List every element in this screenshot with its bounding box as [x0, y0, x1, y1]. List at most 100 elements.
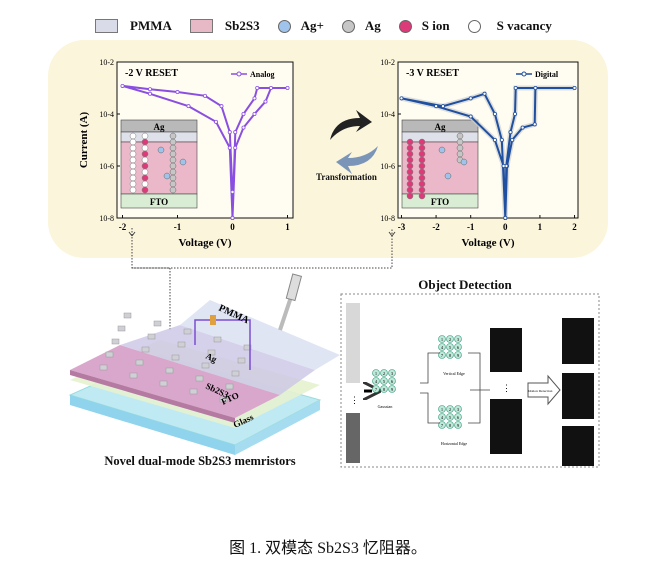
kernel-cell [438, 335, 446, 343]
s-ion-icon [141, 132, 149, 140]
s-ion-icon [406, 186, 414, 194]
data-point [252, 112, 257, 117]
s-ion-icon [406, 138, 414, 146]
data-point [255, 86, 260, 91]
s-ion-icon [141, 162, 149, 170]
transformation-label: Transformation [316, 172, 377, 182]
s-ion-icon [418, 138, 426, 146]
ag-electrode-pad [207, 349, 216, 356]
data-point [230, 215, 235, 220]
connector-line [132, 228, 393, 269]
kernel-cell [454, 335, 462, 343]
device-title: Novel dual-mode Sb2S3 memristors [104, 454, 296, 468]
s-ion-icon [406, 192, 414, 200]
data-point [492, 112, 497, 117]
ag-atom-icon [169, 156, 177, 164]
kernel-number: 1 [441, 337, 443, 342]
s-ion-icon [418, 192, 426, 200]
x-tick-label: 0 [230, 222, 235, 232]
ag-electrode-pad [135, 359, 144, 366]
ag-atom-icon [169, 144, 177, 152]
kernel-cell [454, 421, 462, 429]
s-ion-icon [418, 168, 426, 176]
s-ion-icon [141, 156, 149, 164]
data-point [399, 96, 404, 101]
layer-label-ag: Ag [204, 351, 219, 365]
data-point [482, 91, 487, 96]
kernel-number: 2 [449, 337, 451, 342]
s-vacancy-icon [129, 156, 137, 164]
s-ion-icon [141, 186, 149, 194]
ag-electrode-pad [243, 344, 252, 351]
s-vacancy-icon [129, 132, 137, 140]
s-vacancy-icon [129, 174, 137, 182]
s-vacancy-icon [129, 180, 137, 188]
data-point [227, 145, 232, 150]
data-point [468, 114, 473, 119]
motion-detection-label: Motion Detection [528, 389, 553, 393]
s-ion-icon [406, 156, 414, 164]
kernel-number: 4 [441, 415, 444, 420]
kernel-number: 5 [383, 379, 386, 384]
ag-electrode-pad [219, 396, 228, 403]
kernel-cell [454, 405, 462, 413]
data-point [499, 137, 504, 142]
ag-atom-icon [456, 138, 464, 146]
s-ion-icon [418, 186, 426, 194]
legend-marker [521, 71, 527, 77]
s-ion-icon [418, 150, 426, 158]
kernel-number: 8 [383, 387, 386, 392]
s-vacancy-icon [129, 150, 137, 158]
inset-ag-label: Ag [154, 122, 165, 132]
x-tick-label: -3 [398, 222, 406, 232]
data-point [227, 130, 232, 135]
kernel-number: 3 [457, 407, 460, 412]
kernel-cell [438, 405, 446, 413]
chart-title: -2 V RESET [125, 68, 178, 79]
kernel-cell [372, 369, 380, 377]
y-tick-label: 10-8 [99, 214, 114, 223]
ag-ion-icon [157, 146, 165, 154]
s-ion-icon [141, 144, 149, 152]
legend-label: S ion [421, 18, 450, 33]
ag-electrode-pad [183, 328, 192, 335]
kernel-cell [372, 377, 380, 385]
data-point [510, 137, 515, 142]
kernel-cell [438, 351, 446, 359]
legend-swatch [189, 19, 213, 33]
legend-swatch [341, 19, 355, 33]
data-point [252, 96, 257, 101]
data-point [440, 104, 445, 109]
ag-electrode-pad [111, 338, 120, 345]
ag-atom-icon [169, 132, 177, 140]
ag-atom-icon [456, 144, 464, 152]
ag-ion-icon [460, 158, 468, 166]
s-ion-icon [141, 168, 149, 176]
legend-label: PMMA [130, 18, 172, 33]
x-tick-label: 1 [538, 222, 543, 232]
horizontal-edge-label: Horizontal Edge [441, 441, 468, 446]
y-tick-label: 10-8 [380, 214, 395, 223]
ag-electrode-pad [189, 388, 198, 395]
data-point [468, 96, 473, 101]
x-tick-label: 1 [285, 222, 290, 232]
transform-arrow-icon [336, 146, 378, 174]
kernel-cell [388, 377, 396, 385]
data-point [219, 104, 224, 109]
s-ion-icon [141, 138, 149, 146]
legend-swatch [95, 19, 118, 33]
ag-ion-icon [163, 172, 171, 180]
ag-atom-icon [169, 180, 177, 188]
kernel-cell [438, 343, 446, 351]
gaussian-label: Gaussian [378, 404, 393, 409]
ag-electrode-pad [231, 370, 240, 377]
kernel-cell [388, 369, 396, 377]
data-point [532, 122, 537, 127]
ag-atom-icon [169, 162, 177, 170]
x-tick-label: -2 [119, 222, 127, 232]
kernel-number: 9 [457, 423, 460, 428]
kernel-number: 1 [375, 371, 377, 376]
data-point [241, 125, 246, 130]
series-legend-label: Analog [250, 70, 274, 79]
